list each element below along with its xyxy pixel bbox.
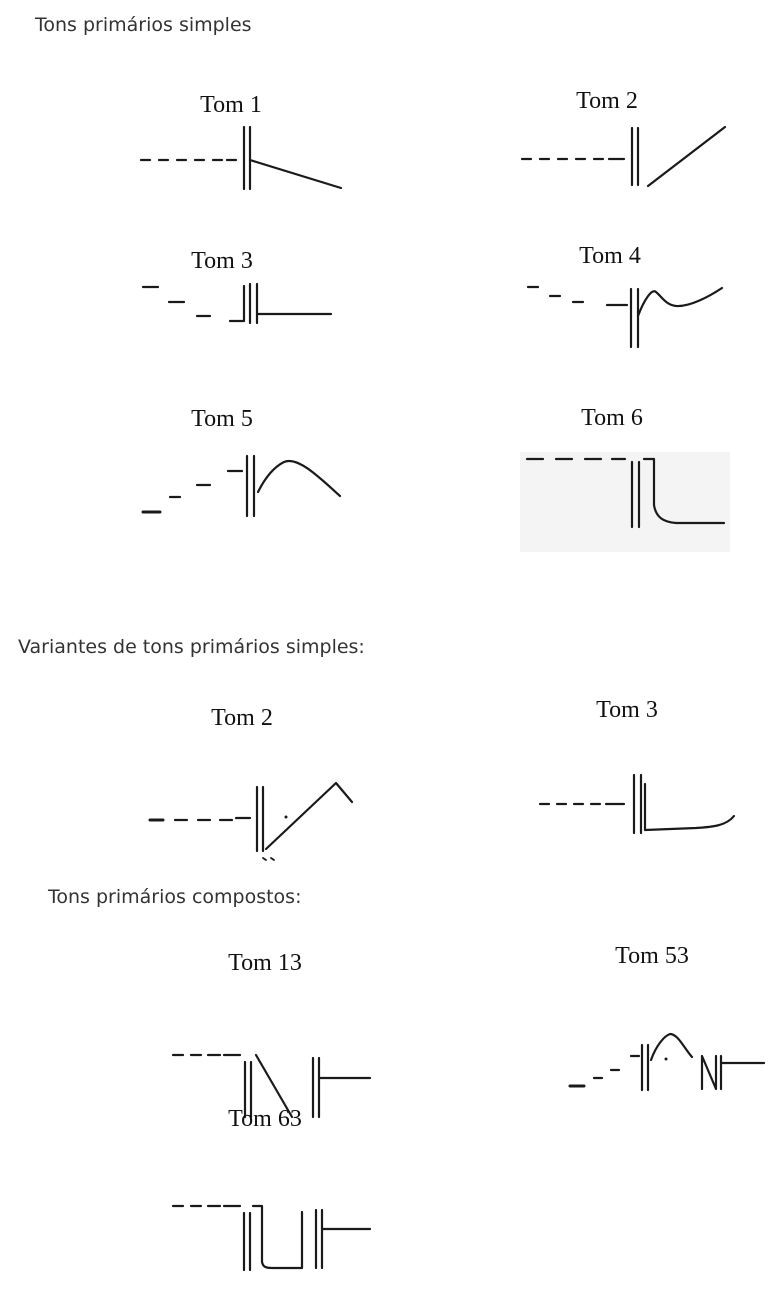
section-title-simple-tones: Tons primários simples <box>35 14 252 36</box>
variant-tone-3-label: Tom 3 <box>596 697 658 723</box>
tone-5-label: Tom 5 <box>191 406 253 432</box>
variant-tone-2-label: Tom 2 <box>211 705 273 731</box>
section-title-variants: Variantes de tons primários simples: <box>18 636 365 658</box>
tone-63-label: Tom 63 <box>228 1106 302 1132</box>
tone-6-label: Tom 6 <box>581 405 643 431</box>
tone-3-label: Tom 3 <box>191 248 253 274</box>
tone-53-label: Tom 53 <box>615 943 689 969</box>
tone-2-label: Tom 2 <box>576 88 638 114</box>
section-title-compound-tones: Tons primários compostos: <box>48 886 302 908</box>
tone-13-label: Tom 13 <box>228 950 302 976</box>
tone-1-label: Tom 1 <box>200 92 262 118</box>
tone-4-label: Tom 4 <box>579 243 641 269</box>
tone-6-shaded-area <box>520 452 730 552</box>
